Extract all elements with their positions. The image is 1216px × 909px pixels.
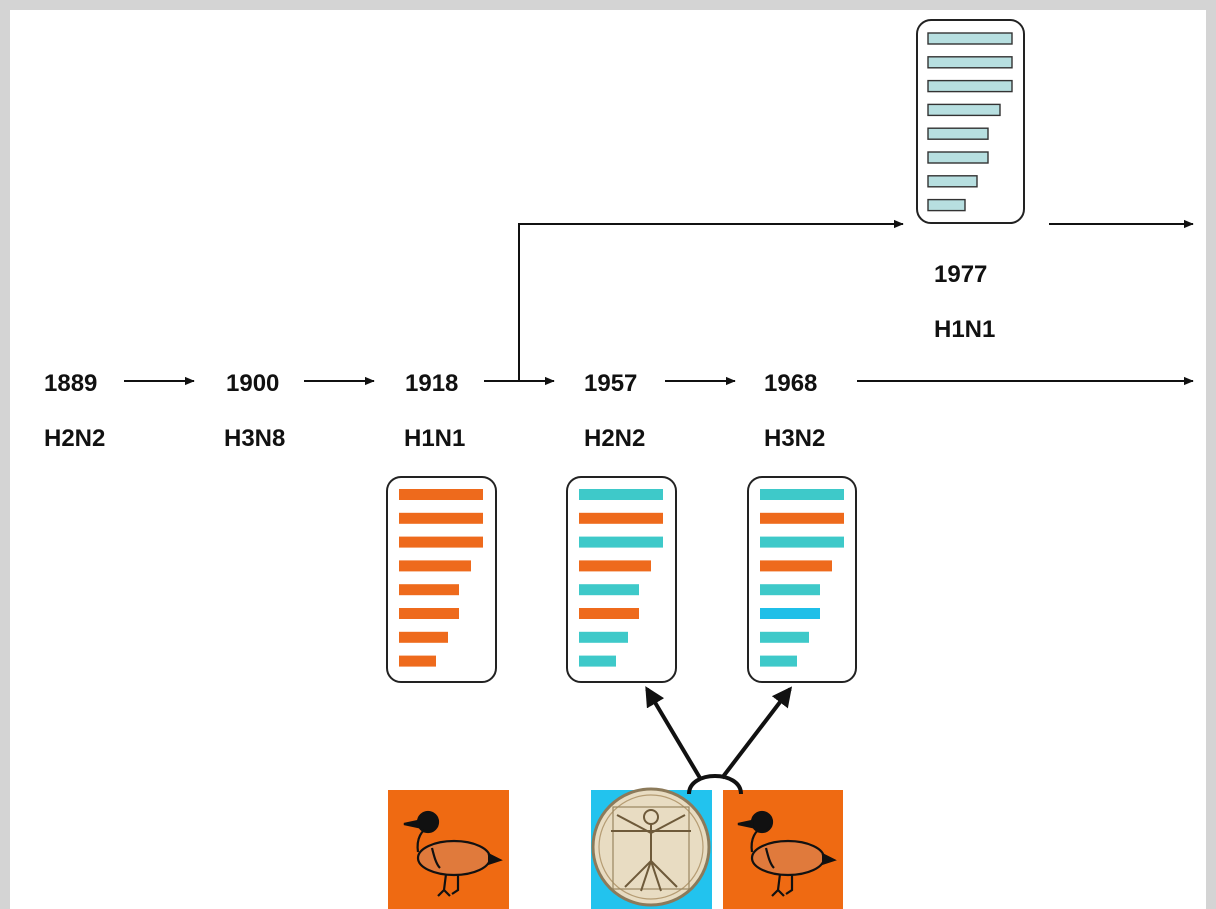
segment-1918-8-human (399, 655, 436, 667)
segment-1977-8-pale (927, 198, 966, 212)
subtype-1900: H3N8 (224, 425, 286, 452)
source-human (591, 787, 712, 909)
segment-1977-1-pale (927, 32, 1013, 45)
segment-1918-2-human (399, 512, 483, 524)
segment-1918-3-human (399, 536, 483, 548)
genome-segments (399, 32, 1013, 667)
timeline-arrows (124, 219, 1194, 386)
subtype-1957: H2N2 (584, 425, 646, 452)
year-1900: 1900 (226, 370, 280, 397)
segment-1957-7-avian (579, 631, 628, 643)
genome-panel-1977 (916, 19, 1025, 224)
segment-1918-5-human (399, 584, 459, 596)
segment-1968-6-avian-bright (760, 608, 820, 619)
subtype-1968: H3N2 (764, 425, 826, 452)
segment-1918-4-human (399, 560, 471, 572)
duck-icon (737, 810, 837, 897)
source-duck-left (388, 790, 509, 909)
segment-1957-4-human (579, 560, 651, 572)
segment-1968-8-avian (760, 655, 797, 667)
vitruvian-man-icon (591, 787, 711, 907)
year-1977: 1977 (934, 261, 988, 288)
genome-panels (386, 19, 1025, 683)
segment-1977-4-pale (927, 103, 1001, 117)
segment-1957-8-avian (579, 655, 616, 667)
year-1957: 1957 (584, 370, 638, 397)
reassortment-arrows (645, 686, 793, 795)
segment-1977-6-pale (927, 151, 989, 164)
segment-1957-2-human (579, 512, 663, 524)
segment-1968-3-avian (760, 536, 844, 548)
genome-panel-1968 (747, 476, 857, 683)
subtype-1977: H1N1 (934, 316, 996, 343)
segment-1968-4-human (760, 560, 832, 572)
segment-1977-2-pale (927, 56, 1013, 69)
segment-1968-2-human (760, 512, 844, 524)
segment-1918-6-human (399, 608, 459, 619)
year-1889: 1889 (44, 370, 98, 397)
segment-1957-1-avian (579, 489, 663, 500)
genome-panel-1918 (386, 476, 497, 683)
arrow-1918-branch-1977 (518, 219, 904, 381)
duck-icon (403, 810, 503, 897)
segment-1977-5-pale (927, 127, 989, 140)
segment-1968-5-avian (760, 584, 820, 596)
subtype-1918: H1N1 (404, 425, 466, 452)
segment-1957-6-human (579, 608, 639, 619)
segment-1977-7-pale (927, 175, 978, 188)
segment-1957-5-avian (579, 584, 639, 596)
year-1918: 1918 (405, 370, 459, 397)
segment-1918-1-human (399, 489, 483, 500)
source-duck-right (723, 790, 843, 909)
segment-1968-7-avian (760, 631, 809, 643)
arrow-to-1957-panel (645, 686, 702, 780)
segment-1957-3-avian (579, 536, 663, 548)
source-connector-arc (687, 774, 743, 795)
segment-1968-1-avian (760, 489, 844, 500)
genome-panel-1957 (566, 476, 677, 683)
segment-1977-3-pale (927, 79, 1013, 93)
year-1968: 1968 (764, 370, 818, 397)
subtype-1889: H2N2 (44, 425, 106, 452)
segment-1918-7-human (399, 631, 448, 643)
arrow-to-1968-panel (720, 686, 793, 780)
